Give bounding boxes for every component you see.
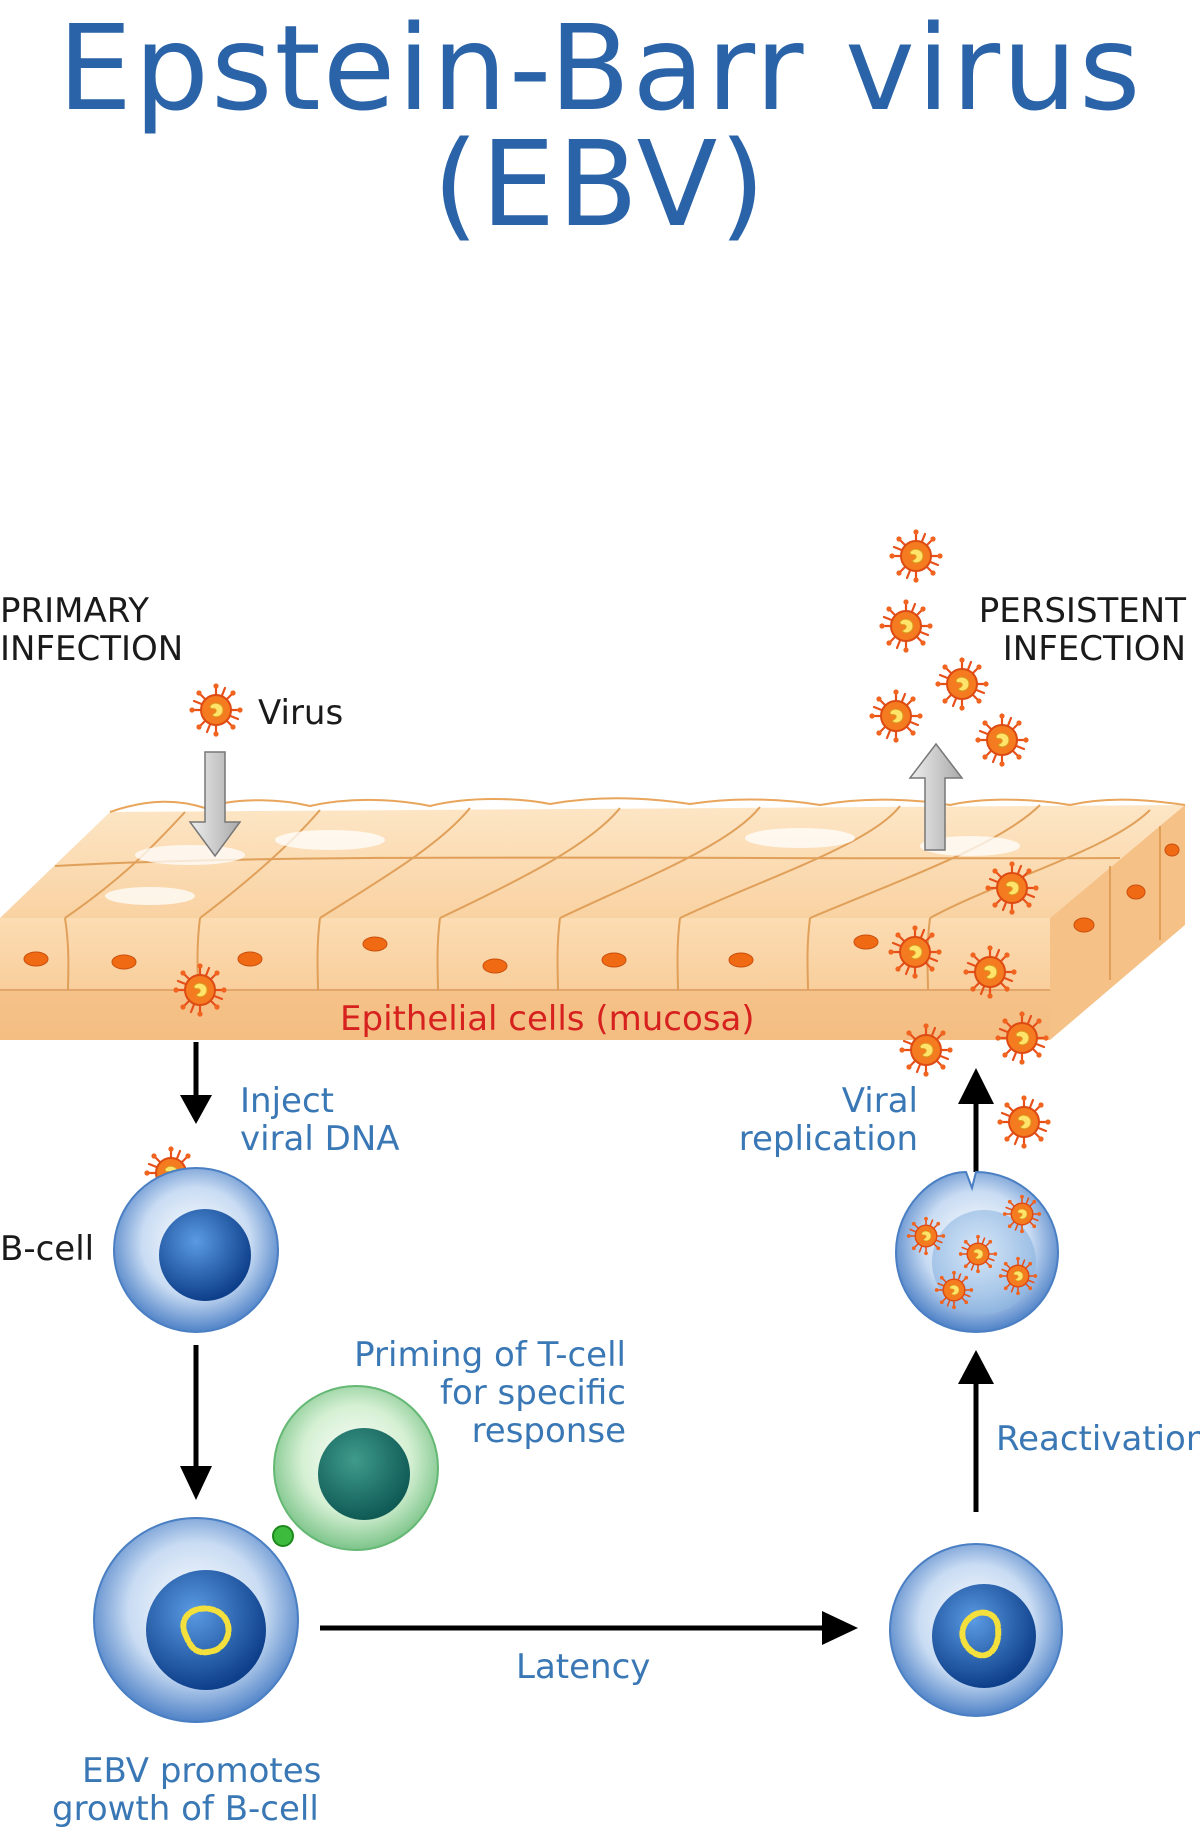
epithelial-label: Epithelial cells (mucosa) [340, 999, 755, 1039]
persistent-infection-line-2: INFECTION [1002, 629, 1186, 669]
title-line-1: Epstein-Barr virus [57, 0, 1143, 137]
priming-line-2: for specific [439, 1373, 626, 1413]
entry-arrow [188, 751, 242, 858]
tcell [273, 1385, 439, 1551]
latency-label: Latency [516, 1647, 651, 1687]
primary-infection-line-2: INFECTION [0, 629, 184, 669]
reactivation-label: Reactivation [996, 1419, 1200, 1459]
inject-line-1: Inject [240, 1081, 334, 1121]
reactivation-arrow [958, 1350, 994, 1512]
inject-arrow [180, 1042, 212, 1124]
bcell-growth [93, 1517, 299, 1723]
primary-infection-line-1: PRIMARY [0, 591, 149, 631]
ebv-growth-line-2: growth of B-cell [52, 1789, 319, 1829]
bcell-label: B-cell [0, 1229, 95, 1269]
inject-line-2: viral DNA [240, 1119, 400, 1159]
epithelium [0, 797, 1186, 1040]
replication-arrow [958, 1068, 994, 1172]
bcell-lytic [894, 1170, 1060, 1334]
bcell-growth-arrow [180, 1345, 212, 1500]
persistent-infection-line-1: PERSISTENT [978, 591, 1186, 631]
virus-icon-label [188, 682, 244, 738]
priming-line-1: Priming of T-cell [354, 1335, 626, 1375]
latency-arrow [320, 1611, 858, 1645]
priming-line-3: response [471, 1411, 626, 1451]
virus-label: Virus [258, 693, 344, 733]
title-line-2: (EBV) [432, 115, 768, 253]
ebv-growth-line-1: EBV promotes [82, 1751, 322, 1791]
synapse-contact [272, 1525, 294, 1547]
virus-in-epithelium [172, 962, 228, 1018]
bcell-initial [113, 1167, 279, 1333]
bcell-latent [889, 1543, 1063, 1717]
exit-arrow [908, 742, 964, 851]
viral-line-1: Viral [841, 1081, 918, 1121]
viral-line-2: replication [738, 1119, 918, 1159]
